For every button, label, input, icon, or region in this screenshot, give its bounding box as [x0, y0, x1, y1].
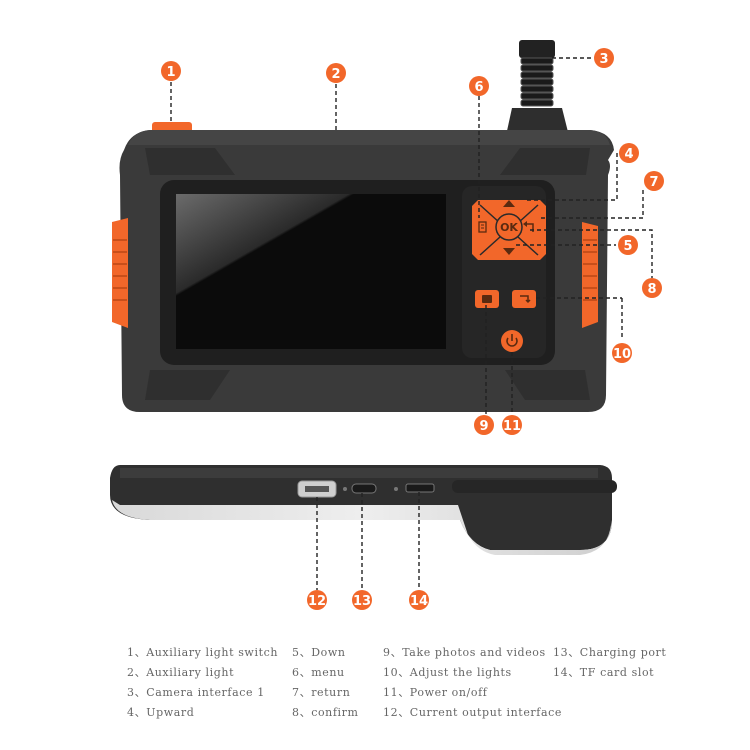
confirm-ok-button[interactable]	[495, 213, 523, 241]
legend-item-3: 3、Camera interface 1	[127, 686, 265, 699]
menu-icon[interactable]	[478, 221, 487, 233]
callout-8: 8	[642, 278, 662, 298]
svg-text:8: 8	[647, 282, 656, 297]
callout-9: 9	[474, 415, 494, 435]
legend-item-4: 4、Upward	[127, 706, 195, 719]
callout-11: 11	[502, 415, 522, 435]
svg-text:11: 11	[503, 419, 521, 434]
svg-text:12: 12	[308, 594, 326, 609]
down-arrow-icon[interactable]	[503, 248, 515, 255]
svg-text:7: 7	[649, 175, 658, 190]
svg-text:10: 10	[613, 347, 631, 362]
charging-port	[351, 483, 377, 494]
svg-text:9: 9	[479, 419, 488, 434]
display-screen	[176, 194, 446, 349]
right-grip	[582, 222, 598, 328]
take-photo-button[interactable]	[475, 290, 499, 308]
svg-text:3: 3	[599, 52, 608, 67]
up-arrow-icon[interactable]	[503, 200, 515, 207]
legend-item-13: 13、Charging port	[553, 646, 667, 659]
legend-item-9: 9、Take photos and videos	[383, 646, 546, 659]
svg-text:6: 6	[474, 80, 483, 95]
legend-item-12: 12、Current output interface	[383, 706, 562, 719]
power-button[interactable]	[501, 330, 523, 352]
device-illustration: OK	[110, 40, 664, 610]
callout-2: 2	[326, 63, 346, 83]
callouts: 1 2 3 4 5 6 7 8 9 10 11 12 13 14	[161, 48, 664, 610]
light-icon	[520, 295, 531, 304]
svg-text:14: 14	[410, 594, 428, 609]
callout-1: 1	[161, 61, 181, 81]
svg-text:2: 2	[331, 67, 340, 82]
callout-14: 14	[409, 590, 429, 610]
power-icon	[506, 337, 518, 347]
svg-text:13: 13	[353, 594, 371, 609]
legend-item-5: 5、Down	[292, 646, 346, 659]
ok-label: OK	[500, 221, 518, 234]
svg-text:5: 5	[623, 239, 632, 254]
legend-item-11: 11、Power on/off	[383, 686, 488, 699]
device-side-body	[110, 465, 617, 555]
callout-6: 6	[469, 76, 489, 96]
svg-text:1: 1	[166, 65, 175, 80]
legend-item-10: 10、Adjust the lights	[383, 666, 512, 679]
legend-item-14: 14、TF card slot	[553, 666, 655, 679]
callout-5: 5	[618, 235, 638, 255]
legend-item-6: 6、menu	[292, 666, 345, 679]
legend-item-8: 8、confirm	[292, 706, 359, 719]
legend-item-7: 7、return	[292, 686, 351, 699]
svg-text:4: 4	[624, 147, 633, 162]
legend-item-2: 2、Auxiliary light	[127, 666, 235, 679]
legend: 1、Auxiliary light switch 2、Auxiliary lig…	[0, 640, 750, 730]
tf-card-slot	[405, 483, 435, 493]
left-grip	[112, 218, 128, 328]
d-pad: OK	[472, 200, 546, 260]
callout-13: 13	[352, 590, 372, 610]
legend-item-1: 1、Auxiliary light switch	[127, 646, 279, 659]
callout-3: 3	[594, 48, 614, 68]
callout-4: 4	[619, 143, 639, 163]
camera-cable	[505, 40, 570, 140]
callout-12: 12	[307, 590, 327, 610]
callout-leaders	[170, 57, 653, 590]
adjust-light-button[interactable]	[512, 290, 536, 308]
camera-icon	[482, 295, 492, 303]
callout-7: 7	[644, 171, 664, 191]
callout-10: 10	[612, 343, 632, 363]
